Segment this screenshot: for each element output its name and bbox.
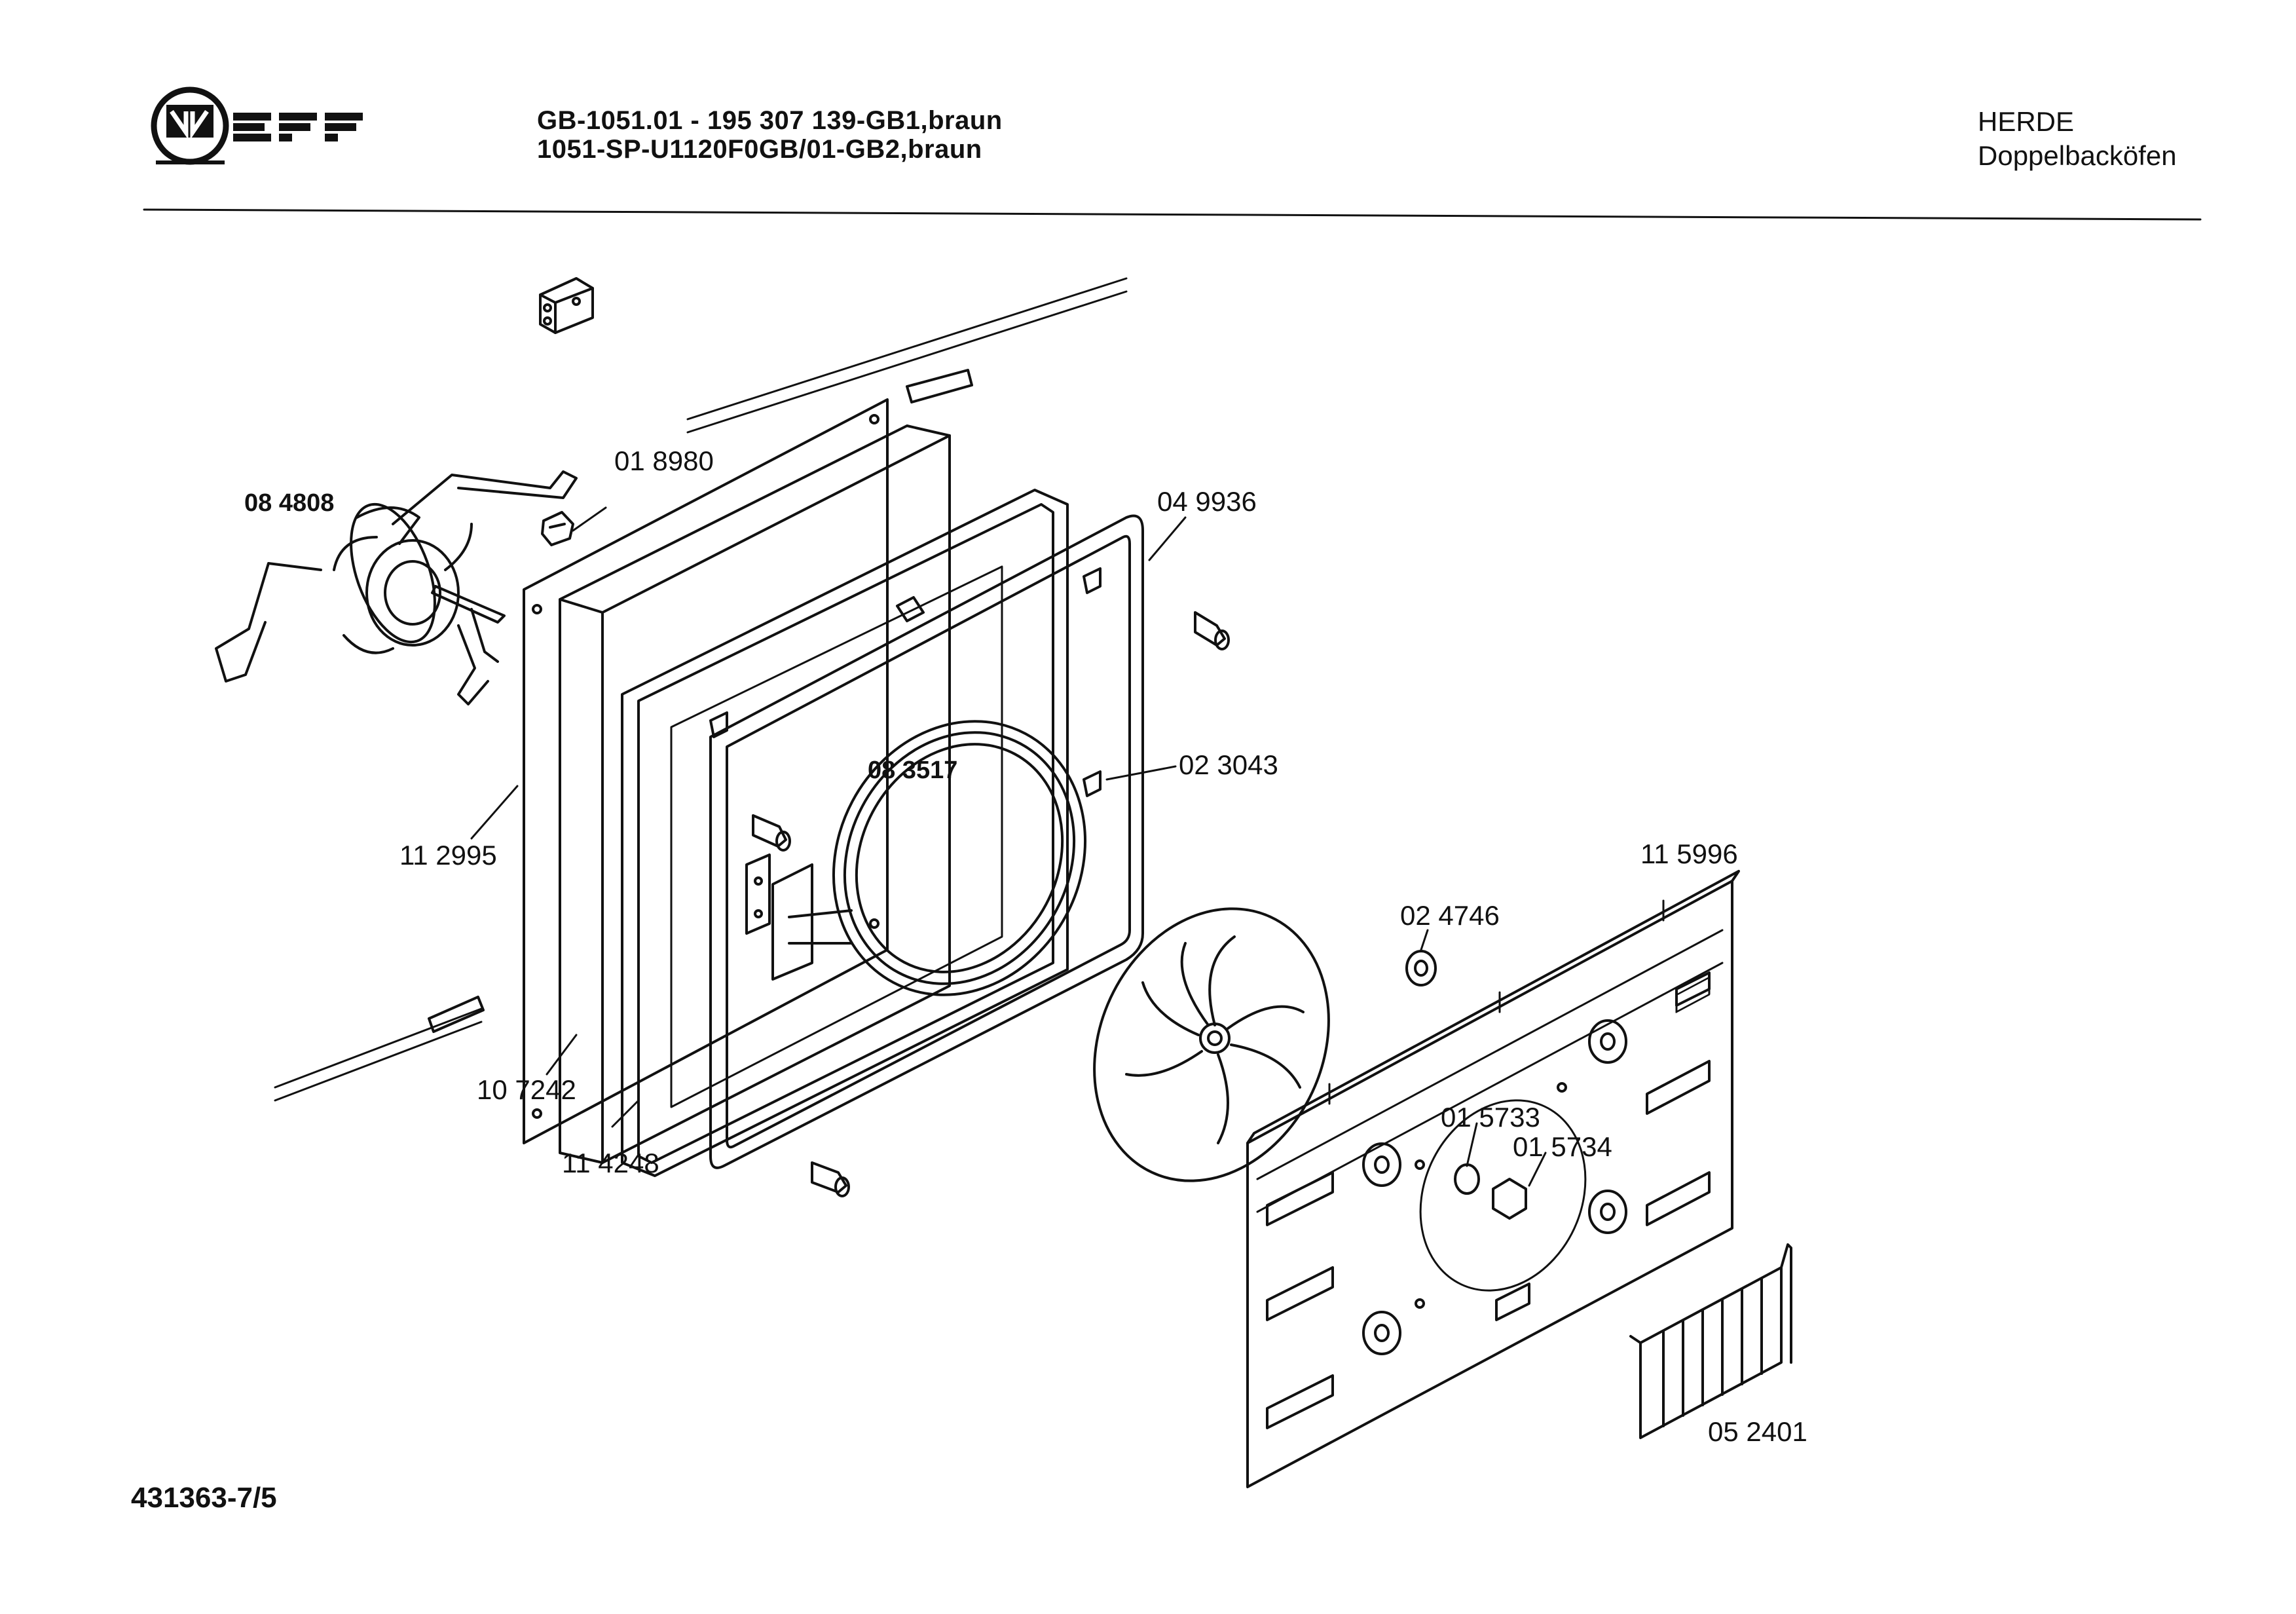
connector-block: [539, 277, 594, 334]
dowel-top-right: [1194, 611, 1230, 650]
label-part-114248: 11 4248: [562, 1148, 659, 1178]
heating-element: [745, 720, 1087, 996]
label-part-107242: 10 7242: [477, 1074, 576, 1105]
door-seal: [709, 514, 1144, 1169]
label-part-083517: 08 3517: [868, 757, 957, 784]
label-part-052401: 05 2401: [1708, 1416, 1807, 1447]
label-part-015734: 01 5734: [1513, 1131, 1612, 1162]
label-part-112995: 11 2995: [399, 840, 497, 871]
dowel-bottom: [811, 1161, 850, 1197]
washer: [1405, 950, 1437, 986]
label-part-015733: 01 5733: [1441, 1102, 1540, 1133]
subcategory-label: Doppelbacköfen: [1978, 140, 2177, 171]
nut: [541, 511, 574, 546]
label-part-084808: 08 4808: [244, 489, 334, 517]
label-part-115996: 11 5996: [1640, 838, 1738, 869]
category-label: HERDE: [1978, 106, 2075, 137]
model-code-line-2: 1051-SP-U1120F0GB/01-GB2,braun: [537, 135, 982, 164]
vent-grille: [1629, 1243, 1792, 1439]
fan-wheel: [1093, 907, 1330, 1182]
insulation-block: [559, 424, 951, 1164]
model-code-line-1: GB-1051.01 - 195 307 139-GB1,braun: [537, 106, 1003, 135]
label-part-049936: 04 9936: [1157, 486, 1257, 517]
fan-motor: [215, 470, 578, 705]
label-part-023043: 02 3043: [1179, 749, 1278, 780]
dowel-mid: [752, 814, 791, 852]
label-part-024746: 02 4746: [1400, 900, 1500, 931]
back-plate: [523, 398, 889, 1144]
neff-logo: [151, 86, 363, 165]
label-part-018980: 01 8980: [614, 445, 714, 476]
back-panel: [1246, 870, 1740, 1488]
inner-frame: [621, 489, 1069, 1177]
document-number: 431363-7/5: [131, 1482, 277, 1514]
